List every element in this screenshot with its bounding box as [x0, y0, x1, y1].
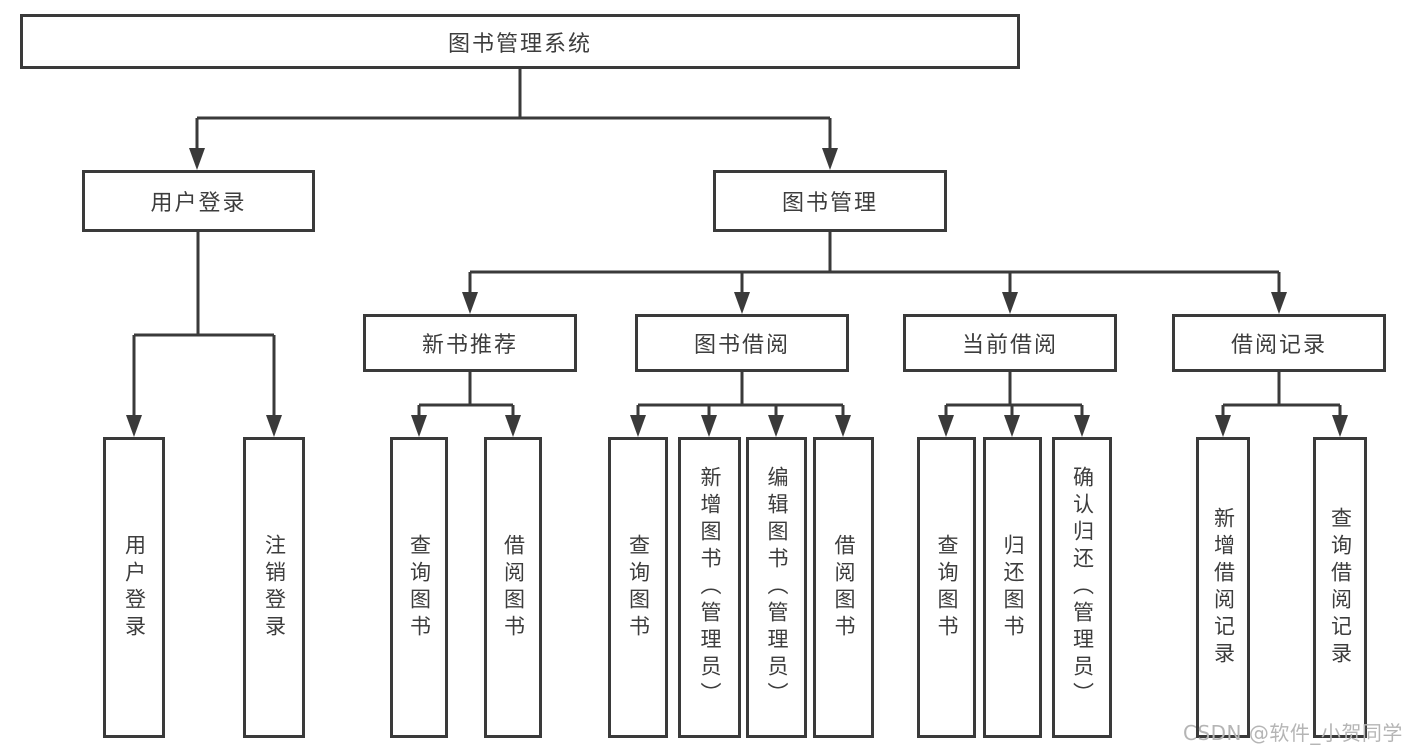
leaf-query-borrow-record: 查询借阅记录 [1313, 437, 1367, 738]
watermark: CSDN @软件_小贺同学 [1183, 721, 1403, 745]
leaf-borrow-books-recommend: 借阅图书 [484, 437, 542, 738]
leaf-edit-books-admin: 编辑图书（管理员） [746, 437, 807, 738]
leaf-user-login: 用户登录 [103, 437, 165, 738]
node-book-borrow: 图书借阅 [635, 314, 849, 372]
leaf-logout-login: 注销登录 [243, 437, 305, 738]
node-book-management: 图书管理 [713, 170, 947, 232]
node-user-login: 用户登录 [82, 170, 315, 232]
connector-new-book-recommend-to-leaves [417, 372, 515, 419]
connector-user-login-to-leaves [132, 232, 276, 419]
node-current-borrow: 当前借阅 [903, 314, 1117, 372]
connector-current-borrow-to-leaves [944, 372, 1084, 419]
leaf-add-borrow-record: 新增借阅记录 [1196, 437, 1250, 738]
leaf-query-books-recommend: 查询图书 [390, 437, 448, 738]
connector-borrow-records-to-leaves [1221, 372, 1342, 419]
leaf-return-books: 归还图书 [983, 437, 1042, 738]
node-root: 图书管理系统 [20, 14, 1020, 69]
connector-book-borrow-to-leaves [636, 372, 845, 419]
leaf-confirm-return-admin: 确认归还（管理员） [1052, 437, 1112, 738]
leaf-query-books-current: 查询图书 [917, 437, 976, 738]
leaf-borrow-books: 借阅图书 [813, 437, 874, 738]
node-borrow-records: 借阅记录 [1172, 314, 1386, 372]
node-new-book-recommend: 新书推荐 [363, 314, 577, 372]
leaf-add-books-admin: 新增图书（管理员） [678, 437, 741, 738]
leaf-query-books-borrow: 查询图书 [608, 437, 668, 738]
connector-root-to-level2 [195, 69, 832, 152]
connector-book-management-to-level3 [468, 232, 1281, 296]
